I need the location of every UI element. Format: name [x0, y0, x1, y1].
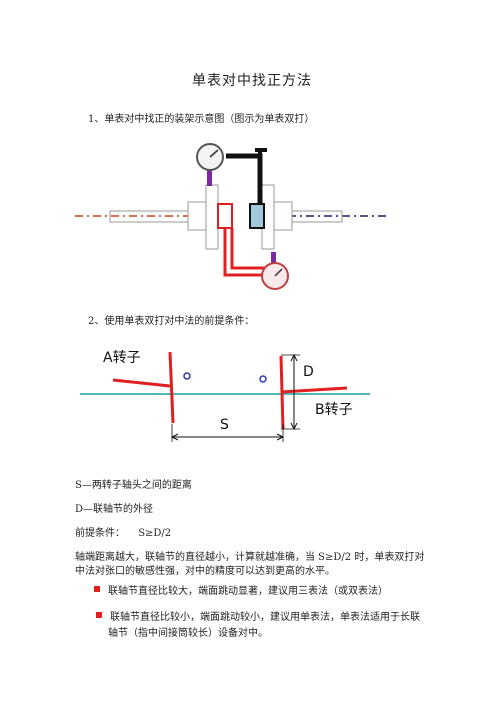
red-clamp [217, 203, 233, 229]
right-shaft [291, 210, 343, 223]
section-2-heading: 2、使用单表双打对中法的前提条件： [88, 316, 255, 327]
bullet-item-2-line-1: 联轴节直径比较小，端面跳动较小，建议用单表法，单表法适用于长联 [110, 612, 420, 623]
black-bracket [226, 153, 263, 204]
bullet-marker-2 [96, 612, 102, 618]
left-flange [205, 184, 219, 250]
premise-diagram: A转子 B转子 D S [80, 350, 370, 442]
left-hub [187, 201, 207, 231]
section-1-heading: 1、单表对中找正的装架示意图（图示为单表双打） [88, 114, 315, 125]
bullet-item-1: 联轴节直径比较大，端面跳动显著，建议用三表法（或双表法） [108, 586, 388, 597]
alignment-setup-diagram [75, 143, 390, 290]
right-hub [273, 201, 293, 231]
black-clamp [249, 203, 265, 229]
premise-value: S≥D/2 [138, 528, 172, 539]
rotor-a-face [168, 351, 175, 424]
rotor-b-shaft [280, 386, 348, 394]
bullet-marker-1 [94, 586, 100, 592]
contact-point-1 [183, 372, 191, 380]
paragraph-line-2: 中法对张口的敏感性强，对中的精度可以达到更高的水平。 [75, 566, 335, 577]
rotor-a-shaft [112, 378, 171, 388]
top-gauge-stem [207, 170, 212, 186]
d-label: D [303, 364, 314, 380]
definition-d: D—联轴节的外径 [75, 504, 154, 515]
s-label: S [220, 417, 229, 433]
paragraph-line-1: 轴端距离越大，联轴节的直径越小，计算就越准确，当 S≥D/2 时，单表双打对 [75, 552, 425, 563]
bullet-item-2-line-2: 轴节（指中间接筒较长）设备对中。 [108, 628, 268, 639]
rotor-a-label: A转子 [103, 350, 141, 366]
rotor-b-label: B转子 [315, 402, 353, 418]
bottom-gauge-stem [271, 252, 276, 266]
premise-line: 前提条件： S≥D/2 [75, 524, 171, 539]
contact-point-2 [259, 375, 267, 383]
definition-s: S—两转子轴头之间的距离 [75, 480, 192, 491]
premise-label: 前提条件： [75, 528, 125, 539]
page-title: 单表对中找正方法 [192, 73, 312, 89]
